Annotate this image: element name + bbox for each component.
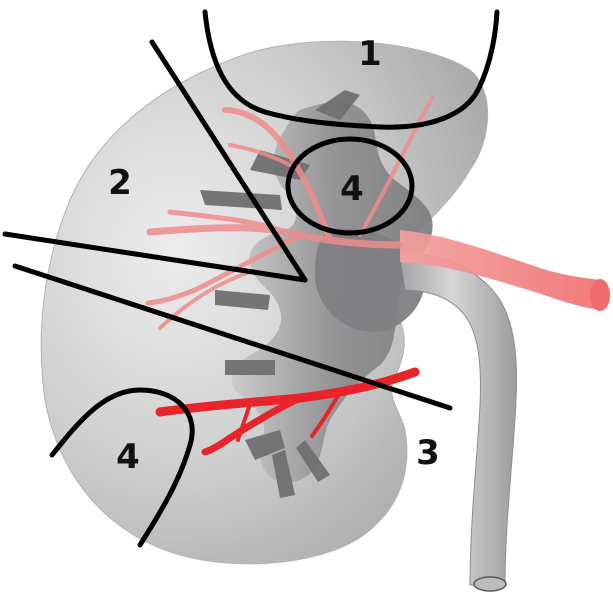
zone-1-label: 1 (358, 34, 382, 74)
zone-4-upper-label: 4 (340, 169, 364, 209)
zone-2-label: 2 (108, 163, 132, 203)
renal-artery-lumen (590, 279, 610, 311)
zone-3-label: 3 (416, 433, 440, 473)
ureter-opening (474, 577, 506, 591)
zone-4-lower-label: 4 (116, 437, 140, 477)
